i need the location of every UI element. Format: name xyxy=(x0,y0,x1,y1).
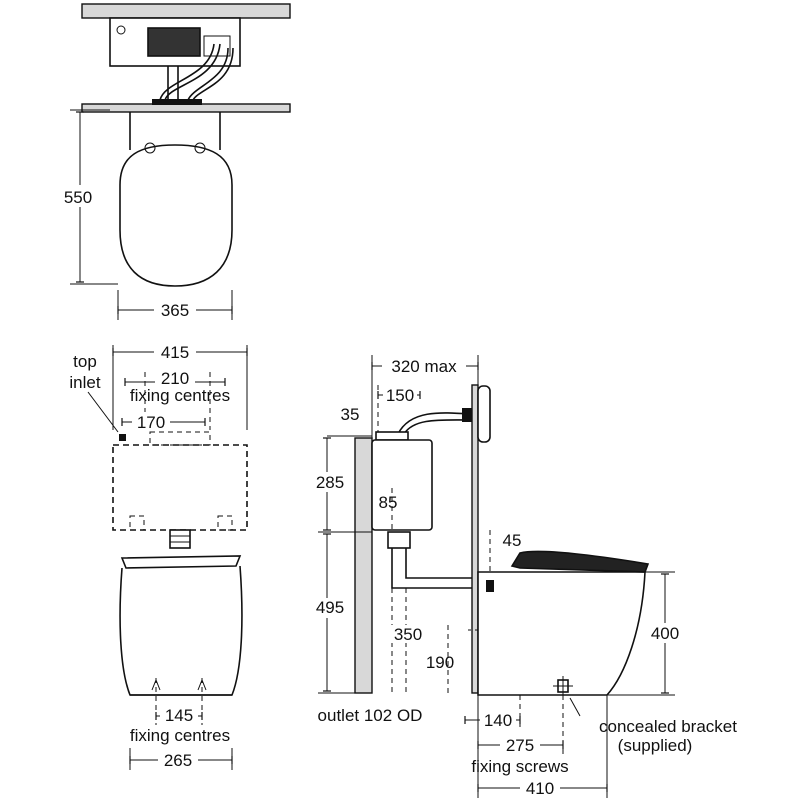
cistern-front xyxy=(112,444,248,531)
top-inlet-leader xyxy=(87,391,119,433)
connector-ribs xyxy=(170,535,190,543)
pan-fixings xyxy=(151,678,207,691)
flush-plate xyxy=(477,385,491,443)
dim-145: 145 xyxy=(165,706,193,725)
outlet-connector xyxy=(387,531,411,549)
bracket-leader xyxy=(569,697,581,717)
dim-275: 275 xyxy=(506,736,534,755)
dim-495: 495 xyxy=(316,598,344,617)
top-inlet-label-2: inlet xyxy=(69,373,100,392)
dim-350: 350 xyxy=(394,625,422,644)
bracket-label-2: (supplied) xyxy=(618,736,693,755)
panel xyxy=(471,384,479,694)
fixing-screws-label: fixing screws xyxy=(471,757,568,776)
ext-lines xyxy=(70,109,118,285)
ext-vertical xyxy=(318,435,372,694)
plan-connectors xyxy=(152,99,202,105)
seat-side xyxy=(510,550,650,573)
dim-190: 190 xyxy=(426,653,454,672)
cistern-top-detail xyxy=(149,431,211,446)
side-wall xyxy=(354,437,373,694)
wall-line xyxy=(81,103,291,113)
ext-415 xyxy=(112,345,248,430)
cistern-side xyxy=(371,439,433,531)
cistern-top-cap xyxy=(375,431,409,441)
plate-mount xyxy=(462,408,472,422)
dim-415: 415 xyxy=(161,343,189,362)
rear-fixing xyxy=(486,580,494,592)
flush-pipe xyxy=(391,548,472,589)
dim-365: 365 xyxy=(161,301,189,320)
dim-150: 150 xyxy=(386,386,414,405)
plan-view: 550 365 xyxy=(60,3,291,320)
dim-210: 210 xyxy=(161,369,189,388)
plan-pipes xyxy=(159,43,234,101)
flush-panel xyxy=(147,27,201,57)
valve-icon xyxy=(116,25,126,35)
dim-285: 285 xyxy=(316,473,344,492)
dim-410: 410 xyxy=(526,779,554,798)
seat-outline xyxy=(119,144,233,287)
dim-400: 400 xyxy=(651,624,679,643)
wall-top xyxy=(81,3,291,19)
flush-connector xyxy=(169,529,191,549)
side-view: 320 max 150 35 285 85 495 350 190 outlet… xyxy=(310,355,737,798)
dim-170: 170 xyxy=(137,413,165,432)
front-view: 415 top inlet 210 fixing centres 170 145… xyxy=(69,342,248,770)
outlet-label: outlet 102 OD xyxy=(318,706,423,725)
top-inlet-label-1: top xyxy=(73,352,97,371)
ext-lines-365 xyxy=(117,290,233,320)
dim-320-max: 320 max xyxy=(391,357,457,376)
pan-front xyxy=(119,565,243,696)
plan-supports xyxy=(167,66,179,100)
concealed-bracket-icon xyxy=(553,676,573,695)
top-inlet-icon xyxy=(119,434,126,441)
pan-back xyxy=(129,112,221,150)
fixing-centres-label: fixing centres xyxy=(130,386,230,405)
flush-cable-2 xyxy=(403,419,471,435)
seat-front xyxy=(120,555,242,569)
dim-45: 45 xyxy=(503,531,522,550)
cistern-foot-right xyxy=(217,515,233,531)
dim-35: 35 xyxy=(341,405,360,424)
cistern-foot-left xyxy=(129,515,145,531)
dim-550: 550 xyxy=(64,188,92,207)
ext-400 xyxy=(607,571,675,696)
dim-85: 85 xyxy=(379,493,398,512)
dim-265: 265 xyxy=(164,751,192,770)
flush-cable xyxy=(397,412,471,435)
pan-fixing-centres-label: fixing centres xyxy=(130,726,230,745)
pan-side xyxy=(477,571,646,696)
dim-140: 140 xyxy=(484,711,512,730)
bracket-label-1: concealed bracket xyxy=(599,717,737,736)
